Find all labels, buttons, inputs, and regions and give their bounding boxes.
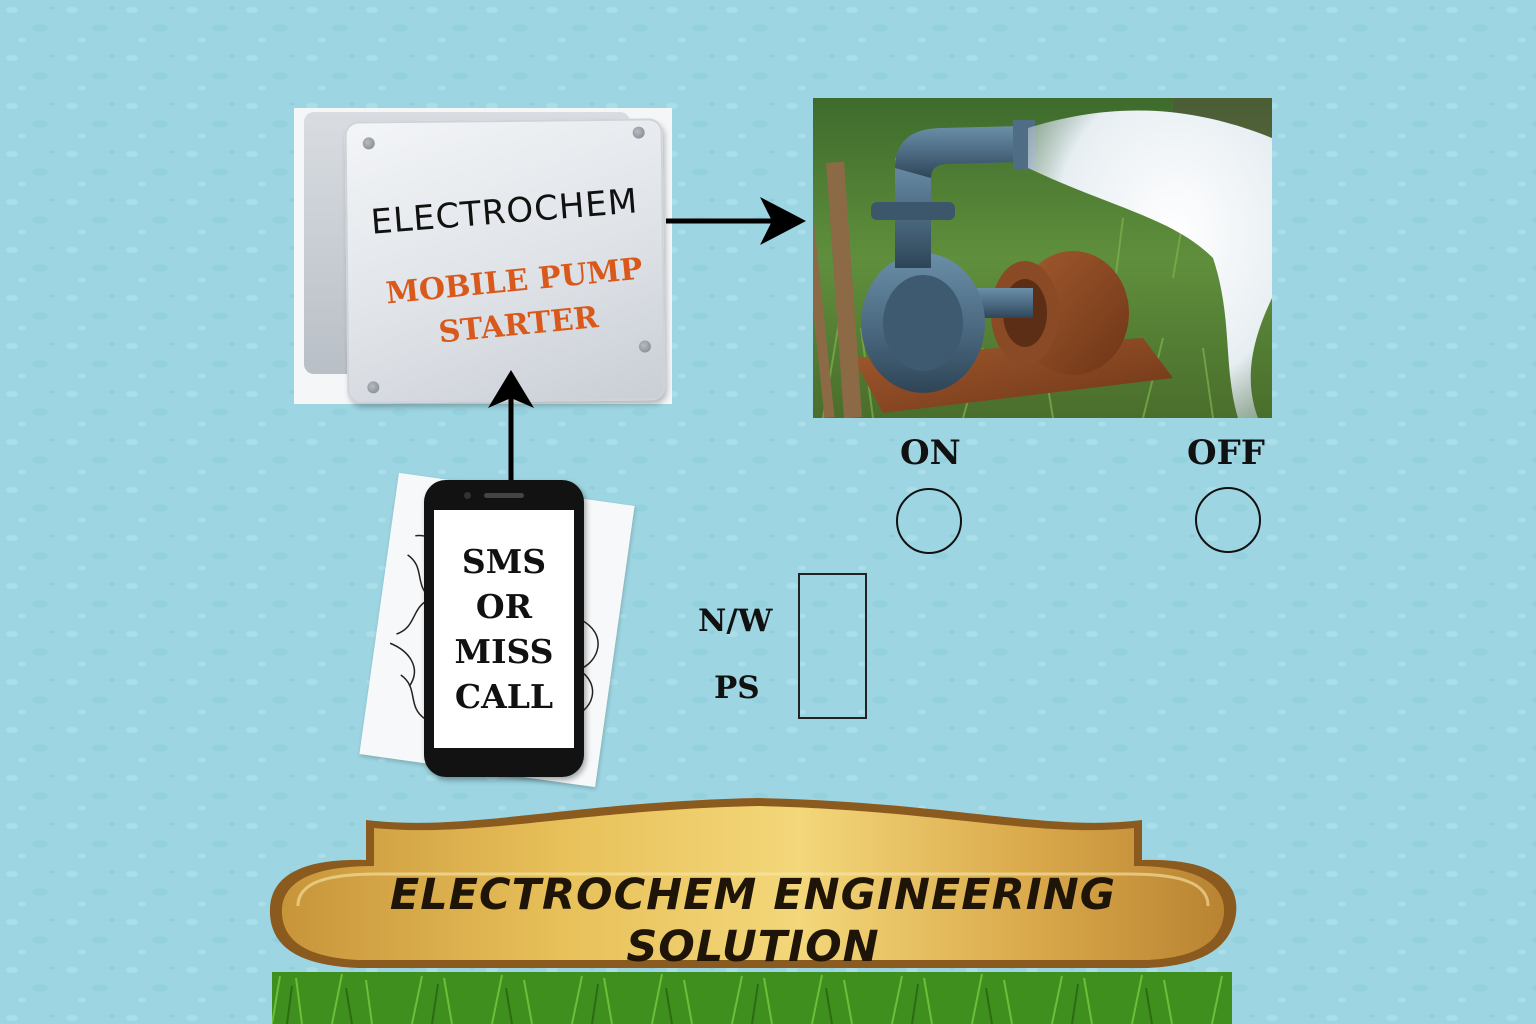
phone-text-line: OR	[475, 587, 533, 626]
smartphone-icon: SMS OR MISS CALL	[424, 480, 584, 777]
phone-text-line: SMS	[461, 542, 547, 581]
off-indicator	[1195, 487, 1261, 553]
grass-strip	[272, 972, 1232, 1024]
starter-product-label: MOBILE PUMP STARTER	[383, 247, 650, 360]
screw-icon	[632, 126, 645, 139]
phone-camera	[464, 492, 471, 499]
on-indicator	[896, 488, 962, 554]
screw-icon	[367, 381, 380, 394]
phone-text-line: MISS	[454, 632, 554, 671]
water-pump-photo	[813, 98, 1272, 418]
phone-text-line: CALL	[454, 677, 554, 716]
banner-title-line-2: SOLUTION	[626, 922, 880, 972]
off-label: OFF	[1187, 433, 1265, 473]
phone-speaker	[484, 493, 524, 498]
network-label: N/W	[698, 603, 773, 639]
phone-screen: SMS OR MISS CALL	[434, 510, 574, 748]
screw-icon	[362, 137, 375, 150]
on-label: ON	[900, 433, 961, 473]
starter-box-lid: ELECTROCHEM MOBILE PUMP STARTER	[344, 118, 666, 404]
power-supply-label: PS	[714, 670, 760, 706]
starter-brand-label: ELECTROCHEM	[369, 181, 640, 243]
company-banner	[269, 798, 1237, 968]
screw-icon	[638, 340, 651, 353]
banner-title-line-1: ELECTROCHEM ENGINEERING	[389, 870, 1117, 920]
status-led-panel	[798, 573, 867, 719]
